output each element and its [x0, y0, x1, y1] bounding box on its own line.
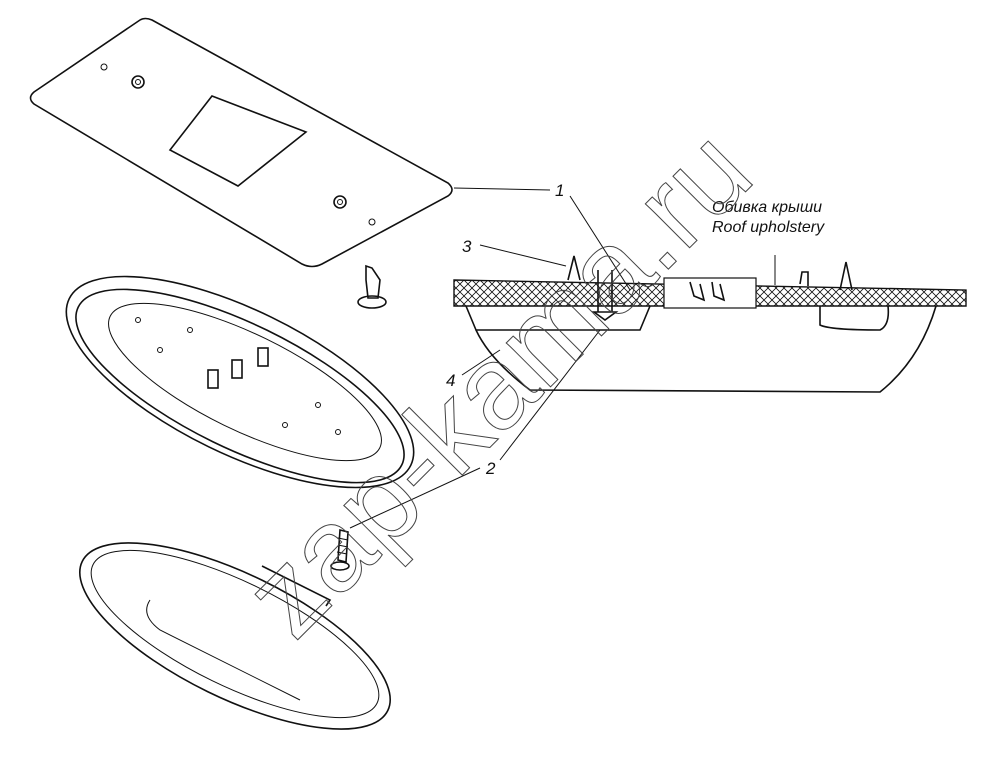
screw — [330, 528, 350, 571]
callout-labels: 1 3 4 2 Обивка крыши Roof upholstery — [446, 181, 825, 478]
annotation-en: Roof upholstery — [712, 219, 825, 236]
lamp-housing — [65, 275, 415, 489]
clip-fastener — [357, 264, 387, 309]
roof-cross-section — [453, 255, 967, 393]
callout-2: 2 — [485, 459, 496, 478]
mounting-plate — [29, 17, 453, 268]
callout-1: 1 — [555, 181, 564, 200]
watermark: zap-kama.ru — [219, 104, 776, 661]
leader-lines — [349, 187, 776, 529]
callout-4: 4 — [446, 371, 455, 390]
diffuser-cover — [79, 542, 391, 730]
annotation-ru: Обивка крыши — [712, 199, 822, 216]
callout-3: 3 — [462, 237, 472, 256]
